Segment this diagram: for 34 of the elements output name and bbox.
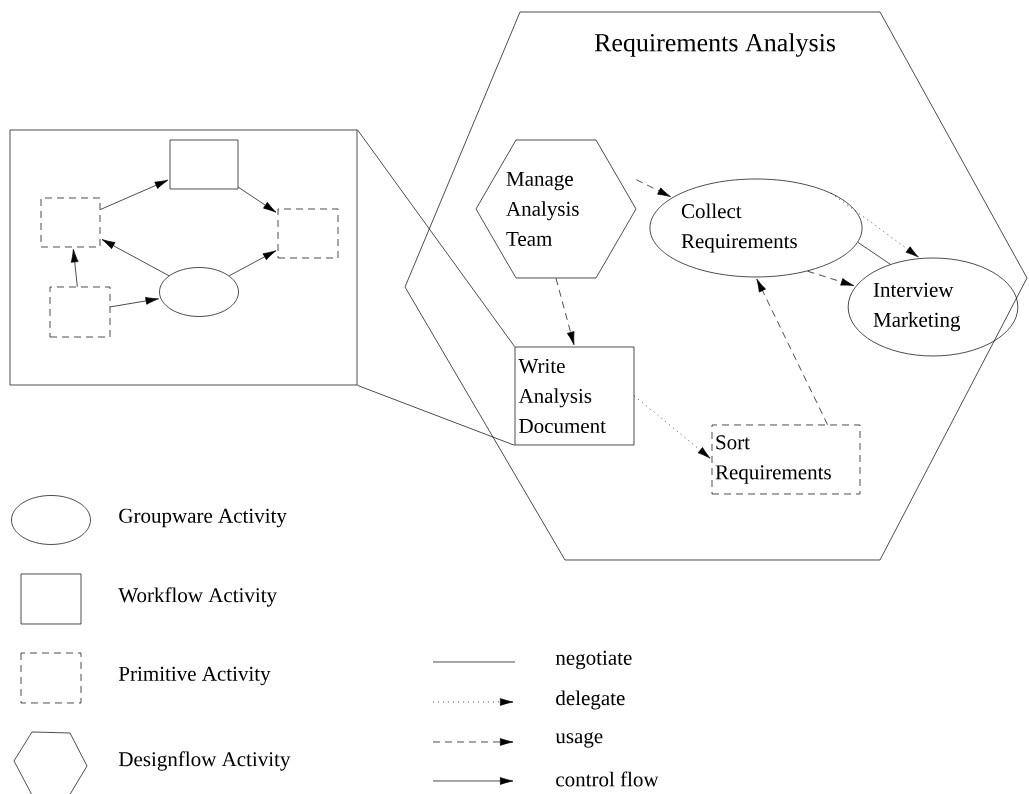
arrow <box>807 270 855 287</box>
arrow <box>101 239 170 277</box>
ellipse-node <box>159 267 239 317</box>
dashed-box <box>49 286 111 338</box>
arrow <box>756 278 828 425</box>
arrow <box>238 186 277 213</box>
zoom-line <box>357 385 515 446</box>
process-box: Write Analysis Document <box>514 346 635 446</box>
ellipse-node: Interview Marketing <box>847 257 1019 357</box>
connector-line <box>857 241 891 265</box>
legend-label: usage <box>555 732 603 748</box>
ellipse-node: Collect Requirements <box>649 178 863 278</box>
arrow <box>100 179 169 210</box>
legend-label: negotiate <box>555 650 632 670</box>
arrow <box>110 297 159 308</box>
arrow <box>636 179 671 197</box>
zoom-line <box>357 129 515 347</box>
legend-label: Groupware Activity <box>119 508 287 528</box>
dashed-box <box>40 197 101 248</box>
legend-label: control flow <box>556 771 659 787</box>
arrow <box>70 248 79 287</box>
zoom-frame <box>9 129 358 386</box>
legend-label: Primitive Activity <box>118 666 271 686</box>
arrow <box>228 250 277 277</box>
legend-label: delegate <box>556 690 625 710</box>
legend-label: Designflow Activity <box>118 751 291 771</box>
arrow <box>830 192 919 258</box>
arrow <box>555 278 575 346</box>
dashed-box: Sort Requirements <box>711 424 861 495</box>
legend-label: Workflow Activity <box>118 587 277 607</box>
process-box <box>169 139 239 190</box>
arrow <box>634 395 711 459</box>
hexagon-node: Manage Analysis Team <box>475 139 637 279</box>
dashed-box <box>277 208 339 259</box>
